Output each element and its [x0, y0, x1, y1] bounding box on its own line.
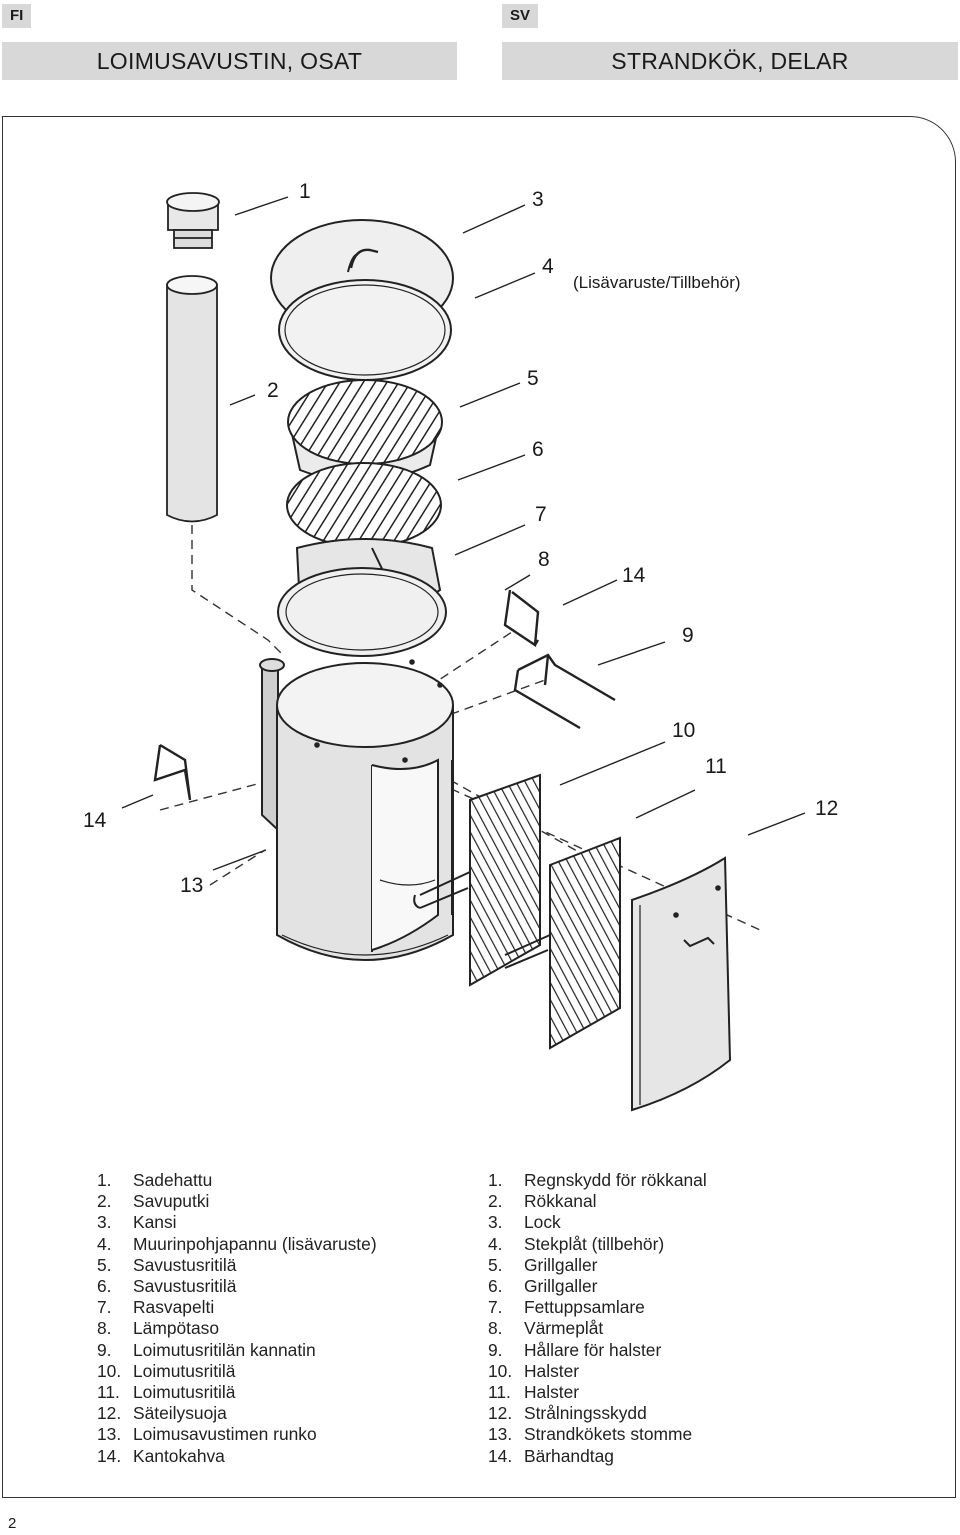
list-item: 12.Strålningsskydd — [488, 1403, 647, 1424]
grill-rack-6 — [286, 462, 442, 548]
diagram-frame — [2, 116, 956, 1498]
callout-14-left: 14 — [83, 809, 107, 832]
smoker-body — [259, 658, 454, 961]
list-item: 9.Hållare för halster — [488, 1339, 662, 1360]
accessory-note: (Lisävaruste/Tillbehör) — [573, 273, 741, 292]
callout-4: 4 — [542, 255, 554, 278]
carry-handle-right — [503, 589, 540, 648]
callout-7: 7 — [535, 503, 547, 526]
list-item: 11.Loimutusritilä — [97, 1382, 236, 1403]
list-item: 3.Lock — [488, 1212, 561, 1233]
list-item: 9.Loimutusritilän kannatin — [97, 1339, 316, 1360]
callout-8: 8 — [538, 548, 550, 571]
callout-14-right: 14 — [622, 564, 646, 587]
list-item: 7.Rasvapelti — [97, 1297, 215, 1318]
assembly-guide-lines — [159, 525, 761, 931]
griddle-pan — [278, 279, 452, 381]
list-item: 14.Kantokahva — [97, 1445, 225, 1466]
list-item: 13.Strandkökets stomme — [488, 1424, 693, 1445]
callout-2: 2 — [267, 379, 279, 402]
list-item: 2.Savuputki — [97, 1191, 210, 1212]
list-item: 1.Sadehattu — [97, 1170, 213, 1190]
grill-grate-11 — [504, 836, 621, 1050]
grill-rack-5 — [287, 379, 443, 492]
list-item: 2.Rökkanal — [488, 1191, 597, 1212]
page-number: 2 — [8, 1515, 17, 1532]
carry-handle-left — [153, 743, 192, 801]
list-item: 4.Muurinpohjapannu (lisävaruste) — [97, 1233, 377, 1254]
rain-cap — [166, 192, 220, 249]
list-item: 4.Stekplåt (tillbehör) — [488, 1233, 665, 1254]
language-tag-sv: SV — [502, 4, 539, 28]
list-item: 8.Värmeplåt — [488, 1318, 604, 1339]
list-item: 1.Regnskydd för rökkanal — [488, 1170, 707, 1190]
callout-11: 11 — [705, 755, 727, 778]
parts-list-fi: 1.Sadehattu 2.Savuputki 3.Kansi 4.Muurin… — [97, 1170, 377, 1467]
callout-13: 13 — [180, 874, 203, 897]
callout-9: 9 — [682, 624, 694, 647]
flue-pipe — [166, 275, 218, 523]
list-item: 11.Halster — [488, 1382, 580, 1403]
list-item: 12.Säteilysuoja — [97, 1403, 227, 1424]
list-item: 5.Grillgaller — [488, 1254, 598, 1275]
callout-6: 6 — [532, 438, 544, 461]
list-item: 7.Fettuppsamlare — [488, 1297, 645, 1318]
list-item: 6.Savustusritilä — [97, 1276, 237, 1297]
language-tag-fi: FI — [2, 4, 32, 28]
parts-list-sv: 1.Regnskydd för rökkanal 2.Rökkanal 3.Lo… — [488, 1170, 707, 1467]
list-item: 8.Lämpötaso — [97, 1318, 220, 1339]
title-sv: STRANDKÖK, DELAR — [502, 42, 958, 80]
rack-holder — [513, 653, 616, 730]
list-item: 14.Bärhandtag — [488, 1445, 614, 1466]
callout-3: 3 — [532, 188, 544, 211]
grill-grate-10 — [413, 773, 541, 987]
title-fi: LOIMUSAVUSTIN, OSAT — [2, 42, 457, 80]
callout-5: 5 — [527, 367, 539, 390]
heat-plate — [277, 567, 447, 657]
list-item: 13.Loimusavustimen runko — [97, 1424, 317, 1445]
callout-10: 10 — [672, 719, 695, 742]
list-item: 10.Halster — [488, 1360, 580, 1381]
list-item: 10.Loimutusritilä — [97, 1360, 236, 1381]
radiation-shield — [631, 856, 732, 1112]
callout-leader-lines — [121, 196, 806, 871]
list-item: 3.Kansi — [97, 1212, 177, 1233]
callout-12: 12 — [815, 797, 838, 820]
list-item: 5.Savustusritilä — [97, 1254, 237, 1275]
callout-1: 1 — [299, 180, 311, 203]
callout-numbers: 1 3 4 (Lisävaruste/Tillbehör) 2 5 6 7 8 … — [83, 180, 838, 897]
list-item: 6.Grillgaller — [488, 1276, 598, 1297]
